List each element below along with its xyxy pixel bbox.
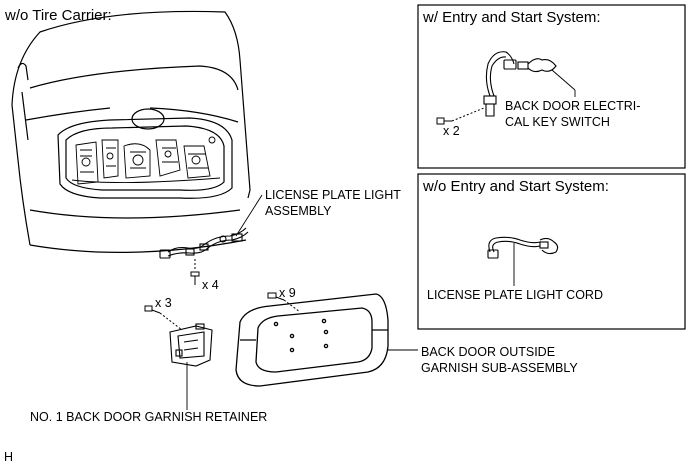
garnish-retainer-part <box>169 323 213 367</box>
clip-x9-qty: x 9 <box>279 286 296 300</box>
figure-code: H <box>4 450 13 464</box>
door-inner-structure <box>71 136 221 185</box>
license-light-label-line2: ASSEMBLY <box>265 204 332 218</box>
light-cord-label: LICENSE PLATE LIGHT CORD <box>427 288 603 302</box>
license-light-label-line1: LICENSE PLATE LIGHT <box>265 188 401 202</box>
license-plate-light-assembly <box>159 227 249 259</box>
garnish-label-line2: GARNISH SUB-ASSEMBLY <box>421 361 578 375</box>
back-door-illustration <box>11 10 251 253</box>
inset-with-entry-frame <box>417 4 686 169</box>
clip-x9-icon <box>267 292 301 313</box>
screw-x4-qty: x 4 <box>202 278 219 292</box>
screw-x3-icon <box>144 305 183 331</box>
key-switch-label-line2: CAL KEY SWITCH <box>505 115 610 129</box>
key-switch-label-line1: BACK DOOR ELECTRI- <box>505 99 640 113</box>
screw-x4-icon <box>190 259 200 285</box>
leader-key-switch <box>551 69 576 91</box>
main-title: w/o Tire Carrier: <box>4 7 112 24</box>
electrical-key-switch-part <box>483 51 557 117</box>
screw-x3-qty: x 3 <box>155 296 172 310</box>
retainer-label: NO. 1 BACK DOOR GARNISH RETAINER <box>30 410 267 424</box>
screw-x2-icon <box>436 107 485 125</box>
screw-x2-qty: x 2 <box>443 124 460 138</box>
license-plate-light-cord-part <box>487 236 559 259</box>
inset-with-entry-title: w/ Entry and Start System: <box>422 9 601 26</box>
leader-license-light <box>235 194 263 237</box>
inset-without-entry-frame <box>417 173 686 330</box>
outside-garnish-part <box>235 293 389 387</box>
garnish-label-line1: BACK DOOR OUTSIDE <box>421 345 555 359</box>
inset-without-entry-title: w/o Entry and Start System: <box>422 178 609 195</box>
